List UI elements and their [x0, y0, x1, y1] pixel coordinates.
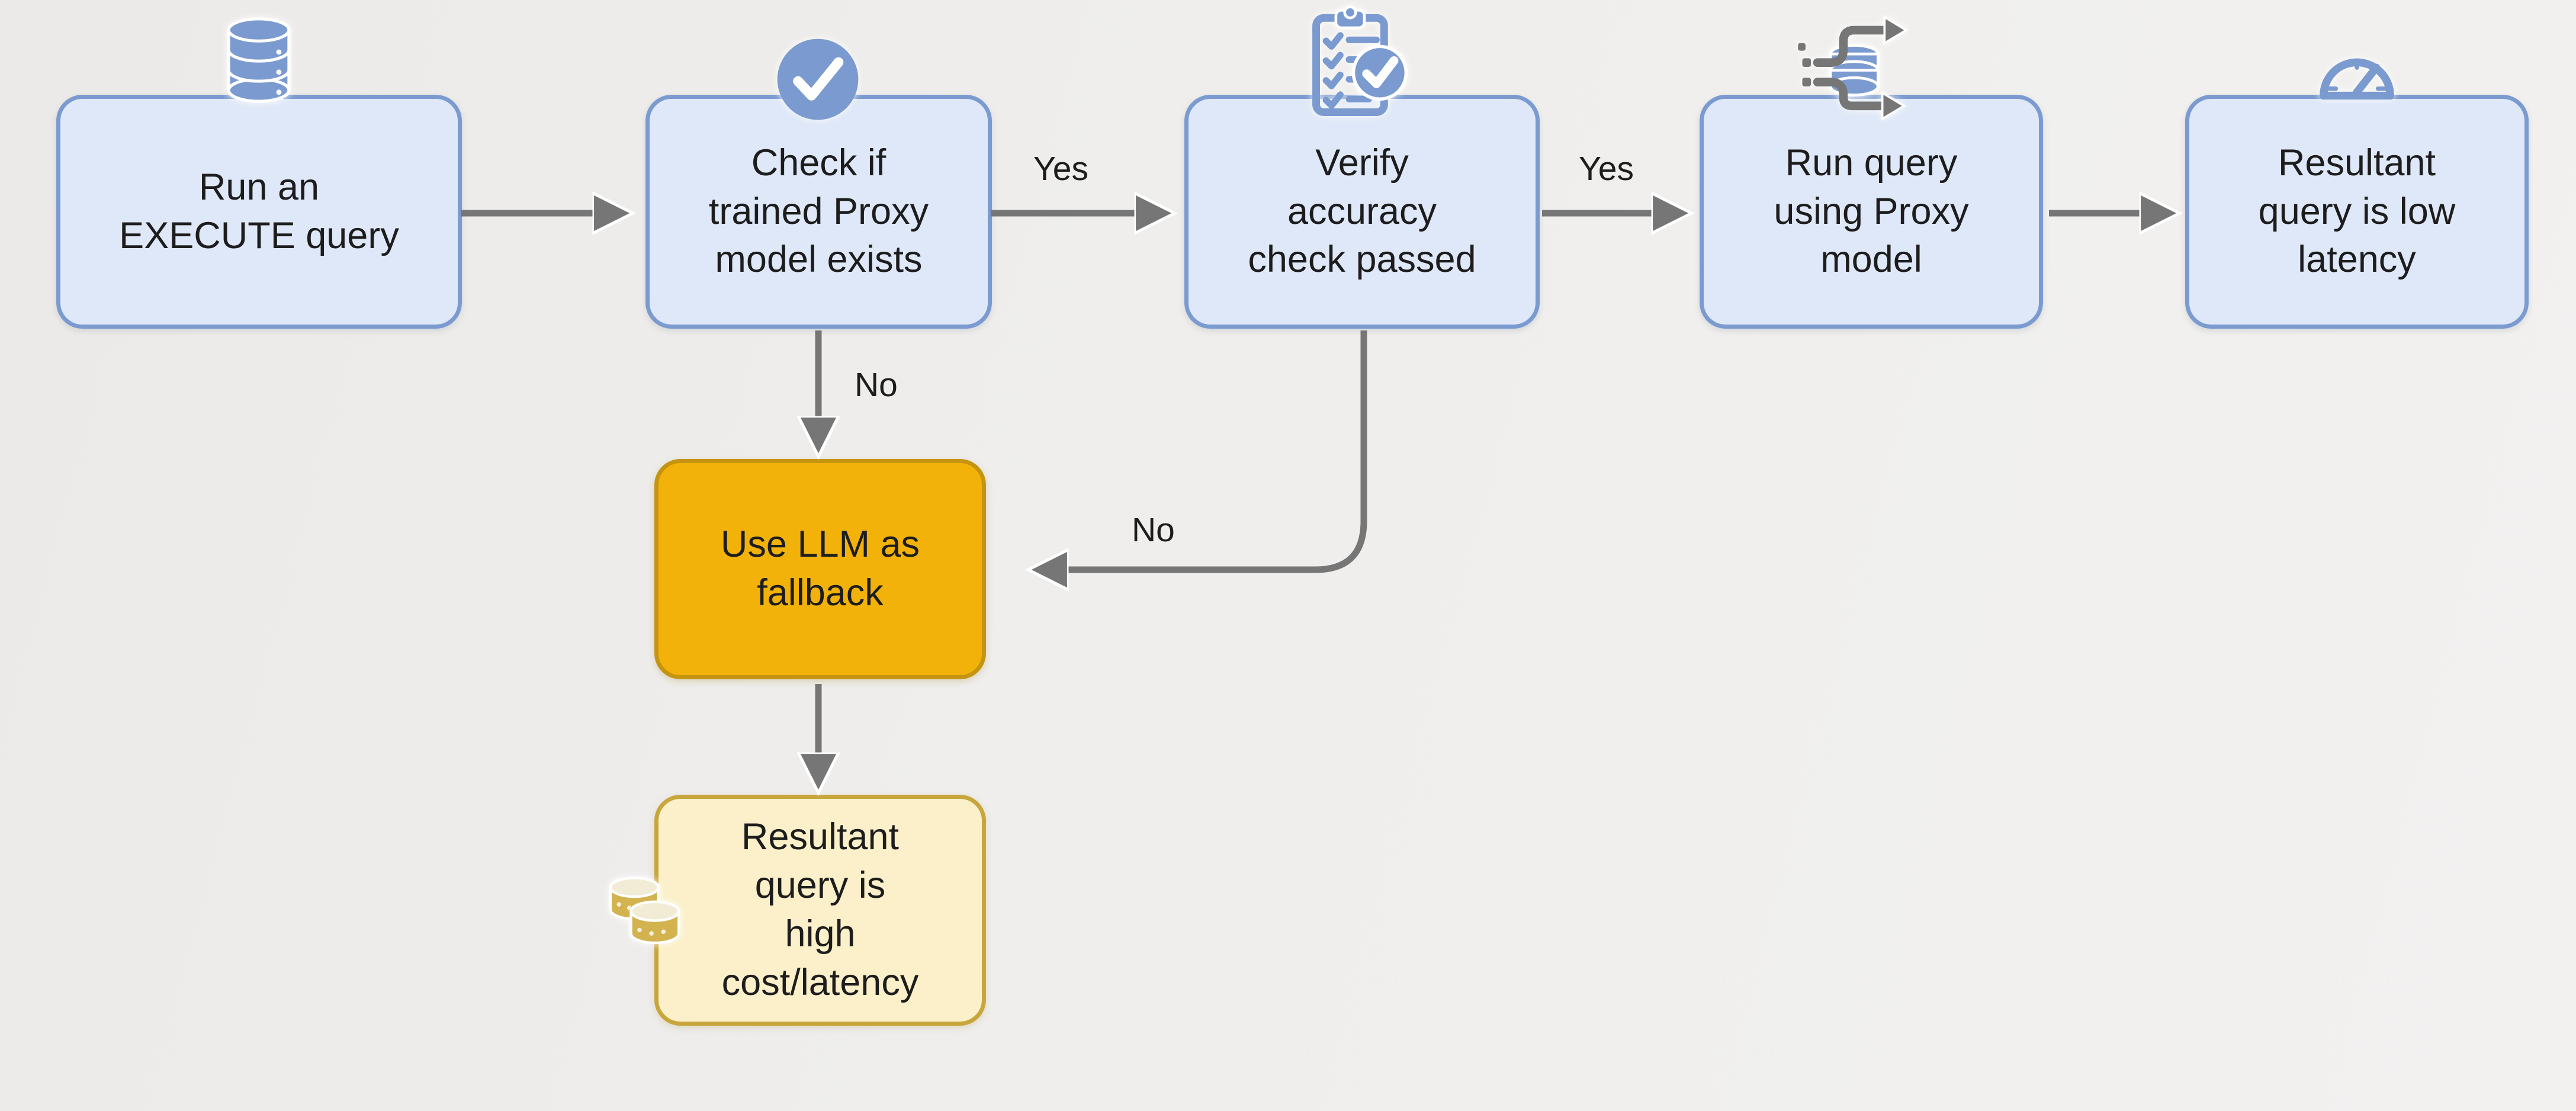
- edge-label-yes-check-verify: Yes: [1033, 150, 1088, 188]
- node-run-execute-query[interactable]: Run an EXECUTE query: [56, 95, 462, 329]
- node-llm-fallback[interactable]: Use LLM as fallback: [654, 459, 986, 679]
- node-verify-accuracy-label: Verify accuracy check passed: [1248, 142, 1476, 281]
- edge-label-yes-verify-runproxy: Yes: [1579, 150, 1634, 188]
- edge-label-no-verify-fallback: No: [1132, 511, 1175, 549]
- node-low-latency-result-label: Resultant query is low latency: [2258, 142, 2456, 281]
- node-high-cost-result-label: Resultant query is high cost/latency: [721, 816, 919, 1003]
- edge-verify-to-fallback: [1033, 330, 1367, 570]
- edge-label-no-check-fallback: No: [855, 366, 898, 404]
- node-run-query-proxy[interactable]: Run query using Proxy model: [1700, 95, 2048, 329]
- node-verify-accuracy[interactable]: Verify accuracy check passed: [1184, 95, 1540, 329]
- node-llm-fallback-label: Use LLM as fallback: [720, 524, 920, 614]
- node-run-execute-query-label: Run an EXECUTE query: [119, 166, 399, 256]
- node-run-query-proxy-label: Run query using Proxy model: [1774, 142, 1969, 281]
- node-check-proxy-model-label: Check if trained Proxy model exists: [708, 142, 929, 281]
- node-high-cost-result[interactable]: Resultant query is high cost/latency: [654, 795, 986, 1026]
